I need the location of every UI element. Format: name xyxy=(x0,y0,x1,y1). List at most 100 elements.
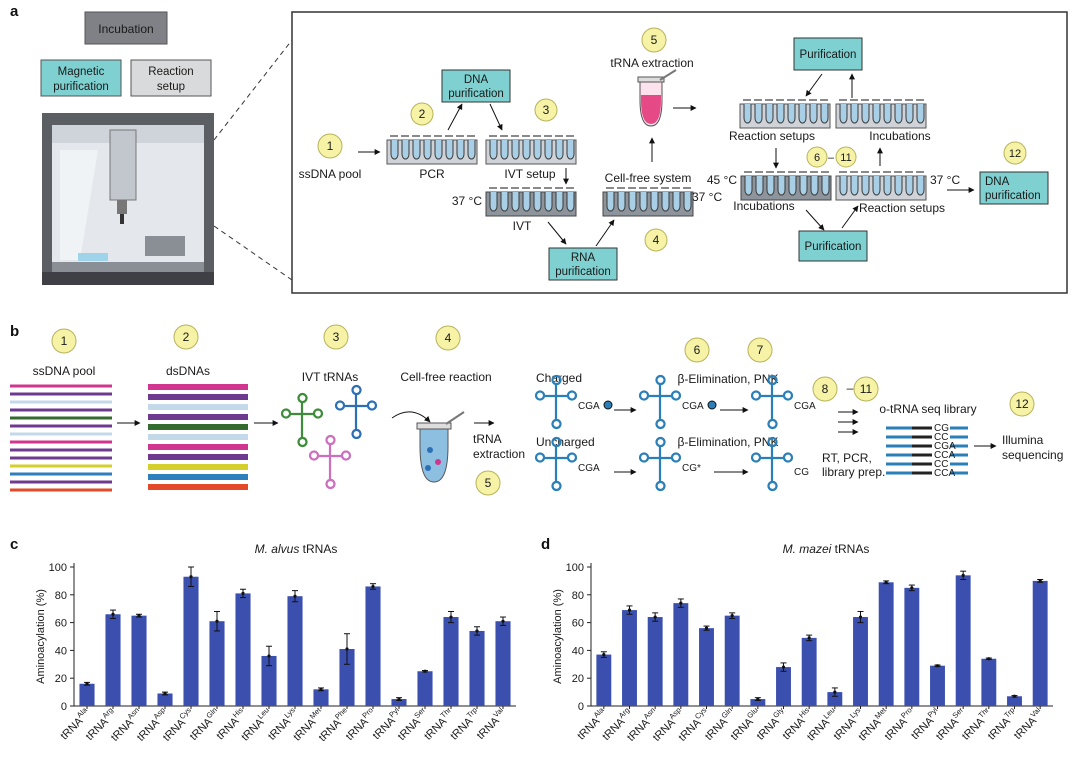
data-point xyxy=(679,601,683,605)
dna-purification2-2: purification xyxy=(985,190,1041,202)
dna-purification2-1: DNA xyxy=(985,176,1010,188)
x-tick-label: tRNAVal xyxy=(473,705,510,742)
x-tick-label-base: tRNA xyxy=(214,715,242,743)
bar xyxy=(469,630,485,706)
arrow xyxy=(595,219,615,247)
lib-cg1: CG xyxy=(934,423,949,434)
trna-uncharged-2-icon xyxy=(638,436,682,492)
trna-green-icon xyxy=(280,392,324,448)
cga-4: CGA xyxy=(578,463,600,474)
step-number: 3 xyxy=(543,103,550,117)
panel-label-c: c xyxy=(10,536,18,553)
bar xyxy=(776,667,791,706)
x-tick-label-base: tRNA xyxy=(109,716,137,744)
data-point xyxy=(215,619,219,623)
purification-top-box xyxy=(793,37,863,71)
ssdna-pool-b: ssDNA pool xyxy=(33,364,96,378)
x-tick-label-base: tRNA xyxy=(135,716,163,744)
trna-blue-icon xyxy=(334,384,378,440)
ivt-trnas-label: IVT tRNAs xyxy=(302,370,358,384)
bar xyxy=(930,665,945,706)
step-circle xyxy=(1003,141,1027,165)
data-point xyxy=(163,691,167,696)
bar xyxy=(79,683,95,706)
bar xyxy=(1007,696,1022,706)
step-circle xyxy=(644,228,668,252)
trna-pink-icon xyxy=(308,434,352,490)
arrow xyxy=(447,103,463,131)
data-point xyxy=(267,654,271,658)
x-tick-label-base: tRNA xyxy=(600,715,628,743)
bar xyxy=(827,692,843,706)
y-tick-label: 100 xyxy=(566,562,584,574)
cga-3: CGA xyxy=(794,401,816,412)
bar xyxy=(339,649,355,706)
y-tick-label: 0 xyxy=(61,701,67,713)
y-tick-label: 100 xyxy=(49,562,67,574)
legend-magnetic-box xyxy=(40,59,122,97)
bar xyxy=(131,615,147,706)
bar xyxy=(495,621,511,706)
bar xyxy=(981,658,997,706)
y-tick-label: 0 xyxy=(578,701,584,713)
arrow xyxy=(841,205,859,229)
data-point xyxy=(653,615,657,619)
cg: CG xyxy=(794,467,809,478)
step-number: 11 xyxy=(860,382,873,396)
ivt-temp-label: 37 °C xyxy=(452,194,482,208)
arrow xyxy=(489,103,503,131)
rt-line-1: RT, PCR, xyxy=(822,451,872,465)
bar xyxy=(235,593,251,706)
bar xyxy=(183,576,199,706)
chart-title-rest: tRNAs xyxy=(299,542,337,556)
ssdna-pool-label: ssDNA pool xyxy=(299,167,362,181)
step-circle xyxy=(435,325,461,351)
step-circle xyxy=(173,324,199,350)
legend-magnetic-2: purification xyxy=(53,81,109,93)
data-point xyxy=(1012,694,1017,698)
tube-icon xyxy=(637,69,677,127)
step-number: 12 xyxy=(1009,148,1021,160)
ivt-setup-plate-icon xyxy=(485,135,577,165)
bar xyxy=(209,621,225,706)
step-number: 5 xyxy=(651,33,658,47)
lib-cga: CGA xyxy=(934,441,956,452)
y-tick-label: 60 xyxy=(55,618,67,630)
data-point xyxy=(189,575,193,579)
data-point xyxy=(884,580,888,584)
incubation-plate-icon xyxy=(835,99,927,129)
y-tick-label: 80 xyxy=(572,590,584,602)
library-label: o-tRNA seq library xyxy=(879,402,976,416)
data-point xyxy=(475,629,479,633)
bar xyxy=(622,610,637,706)
x-tick-label-base: tRNA xyxy=(831,715,859,743)
bar xyxy=(391,699,407,706)
arrow xyxy=(547,221,567,245)
step-circle xyxy=(853,376,879,402)
step-circle xyxy=(51,328,77,354)
panel-label-d: d xyxy=(541,536,550,553)
data-point xyxy=(858,615,863,619)
step-number: 2 xyxy=(419,107,426,121)
step-number: 1 xyxy=(61,334,68,348)
chart-m-alvus: M. alvus tRNAs020406080100Aminoacylation… xyxy=(35,542,516,744)
bar xyxy=(365,586,381,706)
trna-charged-2-icon xyxy=(638,374,682,430)
bar xyxy=(443,617,459,706)
cell-free-temp: 37 °C xyxy=(692,190,722,204)
data-point xyxy=(627,608,632,612)
data-point xyxy=(756,697,760,701)
dsdna-bars-icon xyxy=(148,384,248,490)
dna-purification-2: purification xyxy=(448,88,504,100)
data-point xyxy=(602,652,606,657)
data-point xyxy=(833,690,837,694)
x-tick-label-base: tRNA xyxy=(161,716,189,744)
step-circle xyxy=(475,470,501,496)
purification-bottom-box xyxy=(798,230,868,262)
y-axis-label: Aminoacylation (%) xyxy=(552,589,564,684)
x-tick-label-base: tRNA xyxy=(934,715,962,743)
x-tick-label-base: tRNA xyxy=(703,715,731,743)
x-tick-label-base: tRNA xyxy=(266,715,294,743)
panel-label-b: b xyxy=(10,323,19,340)
